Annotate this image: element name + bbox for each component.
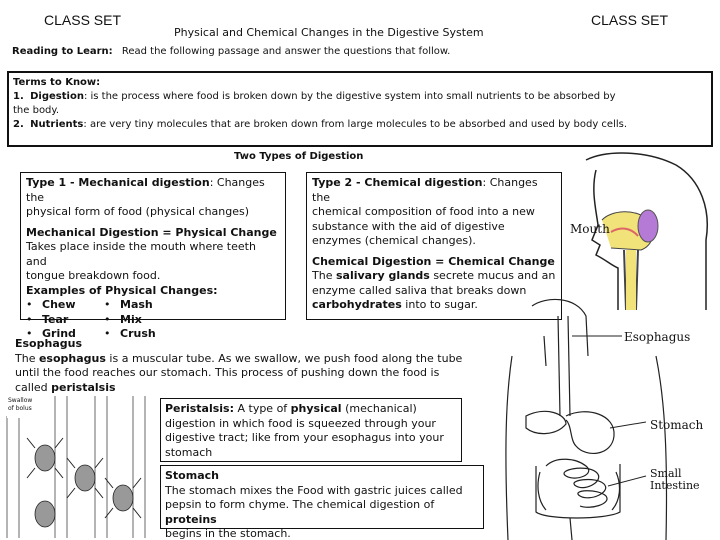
class-set-left: CLASS SET	[44, 12, 122, 28]
label-stomach: Stomach	[650, 418, 704, 432]
type2-box: Type 2 - Chemical digestion: Changes the…	[306, 172, 562, 320]
terms-heading: Terms to Know:	[13, 77, 101, 88]
type1-heading: Type 1 - Mechanical digestion	[26, 176, 210, 189]
peristalsis-term: Peristalsis:	[165, 402, 234, 415]
stomach-box: Stomach The stomach mixes the Food with …	[160, 465, 484, 540]
class-set-right: CLASS SET	[591, 12, 669, 28]
reading-line: Reading to Learn: Read the following pas…	[12, 45, 450, 59]
example-grind: Grind	[42, 327, 76, 340]
examples-label: Examples of Physical Changes:	[26, 283, 218, 297]
page-title: Physical and Chemical Changes in the Dig…	[174, 26, 484, 39]
example-tear: Tear	[42, 312, 69, 326]
esophagus-section: Esophagus The esophagus is a muscular tu…	[15, 337, 463, 394]
term-nutrients: 2. Nutrients: are very tiny molecules th…	[13, 119, 628, 130]
peristalsis-box: Peristalsis: A type of physical (mechani…	[160, 398, 462, 462]
two-types-heading: Two Types of Digestion	[234, 151, 364, 162]
stomach-heading: Stomach	[165, 469, 219, 482]
type2-heading: Type 2 - Chemical digestion	[312, 176, 483, 189]
label-mouth: Mouth	[570, 222, 610, 236]
reading-text: Read the following passage and answer th…	[121, 46, 451, 57]
reading-label: Reading to Learn:	[12, 46, 113, 57]
terms-box: Terms to Know: 1. Digestion: is the proc…	[7, 71, 713, 147]
label-esophagus: Esophagus	[624, 330, 691, 344]
type1-box: Type 1 - Mechanical digestion: Changes t…	[20, 172, 286, 340]
peristalsis-illustration	[6, 396, 146, 538]
example-crush: Crush	[120, 327, 156, 340]
digestive-system-diagram	[505, 298, 668, 540]
label-small-intestine: Small Intestine	[650, 467, 700, 492]
example-chew: Chew	[42, 298, 76, 311]
example-mash: Mash	[120, 298, 153, 311]
type2-subheading: Chemical Digestion = Chemical Change	[312, 254, 555, 268]
term-digestion: 1. Digestion: is the process where food …	[13, 91, 616, 102]
example-mix: Mix	[120, 312, 142, 326]
type1-subheading: Mechanical Digestion = Physical Change	[26, 225, 277, 239]
esophagus-heading: Esophagus	[15, 337, 82, 350]
label-swallow: Swallow of bolus	[8, 397, 33, 412]
mouth-diagram	[585, 152, 708, 310]
term-digestion-cont: the body.	[13, 105, 60, 116]
examples-list: •Chew •Mash •Tear •Mix •Grind •Crush	[26, 298, 156, 340]
